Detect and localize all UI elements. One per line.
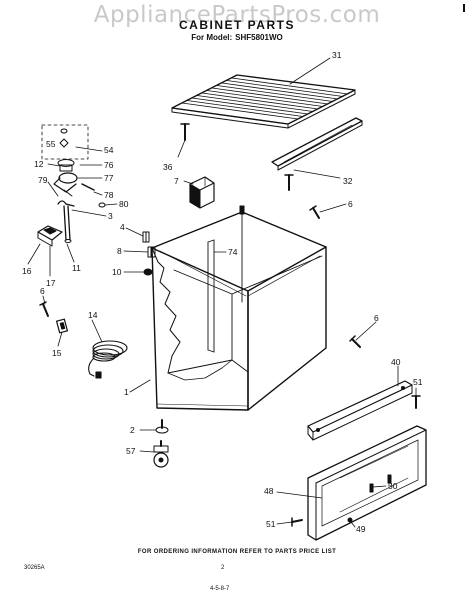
callout-36: 36: [163, 162, 173, 172]
callout-31: 31: [332, 50, 342, 60]
screw-51-upper: [411, 395, 421, 409]
callout-51-lower: 51: [266, 519, 276, 529]
callout-77: 77: [104, 173, 114, 183]
callout-6-top: 6: [348, 199, 353, 209]
callout-4: 4: [120, 222, 125, 232]
callout-11: 11: [72, 263, 81, 273]
callout-12: 12: [34, 159, 44, 169]
model-label: For Model:: [191, 33, 233, 42]
hardware-55-box: [41, 124, 89, 160]
bottom-rail-40: [307, 380, 413, 441]
diagram-title: CABINET PARTS: [179, 18, 295, 32]
ordering-note: FOR ORDERING INFORMATION REFER TO PARTS …: [137, 549, 337, 555]
screw-6-right: [349, 335, 361, 348]
document-code: 30265A: [24, 565, 45, 571]
screw-6-top: [309, 205, 320, 219]
rod-3: [57, 200, 75, 243]
callout-14: 14: [88, 310, 98, 320]
caster-2: [155, 419, 169, 434]
callout-17: 17: [46, 278, 56, 288]
screw-78: [81, 183, 95, 191]
cabinet-1: [151, 211, 327, 411]
callout-2: 2: [130, 425, 135, 435]
callout-16: 16: [22, 266, 32, 276]
screw-6-left: [39, 301, 49, 317]
part-16-17: [37, 225, 63, 247]
watermark: AppliancePartsPros.com: [93, 2, 381, 28]
plug-15: [55, 318, 69, 334]
caster-57: [153, 440, 169, 468]
callout-labels: 31 36 32 6 7 55 54 12 76 77 79 78 80 3 4…: [22, 50, 423, 534]
top-rail-32: [271, 117, 363, 171]
callout-1: 1: [124, 387, 129, 397]
callout-15: 15: [52, 348, 62, 358]
top-panel-31: [171, 74, 356, 129]
screw-36: [180, 123, 190, 141]
model-line: For Model:SHF5801WO: [0, 33, 474, 42]
screw-51-lower: [291, 517, 303, 527]
callout-78: 78: [104, 190, 114, 200]
leader-lines: [27, 57, 417, 528]
model-number: SHF5801WO: [235, 33, 283, 42]
callout-10: 10: [112, 267, 122, 277]
bracket-7: [189, 176, 215, 209]
control-assembly-76: [53, 159, 78, 197]
callout-6-right: 6: [374, 313, 379, 323]
callout-48: 48: [264, 486, 274, 496]
callout-3: 3: [108, 211, 113, 221]
callout-55: 55: [46, 139, 56, 149]
page-number: 2: [221, 565, 225, 571]
callout-32: 32: [343, 176, 353, 186]
callout-79: 79: [38, 175, 48, 185]
pin-10: [143, 268, 153, 276]
callout-54: 54: [104, 145, 114, 155]
callout-80: 80: [119, 199, 129, 209]
screw-32: [284, 174, 294, 191]
document-date: 4-5-8-7: [210, 586, 230, 592]
hinge-4: [142, 231, 150, 243]
callout-49: 49: [356, 524, 366, 534]
washer-80: [98, 202, 106, 208]
callout-8: 8: [117, 246, 122, 256]
callout-50: 50: [388, 481, 398, 491]
callout-51-upper: 51: [413, 377, 423, 387]
corner-mark: [463, 4, 465, 12]
callout-6-left: 6: [40, 286, 45, 296]
callout-40: 40: [391, 357, 401, 367]
power-cord-14: [88, 340, 128, 379]
callout-74: 74: [228, 247, 238, 257]
callout-57: 57: [126, 446, 136, 456]
kickplate-48: [307, 425, 427, 541]
callout-7: 7: [174, 176, 179, 186]
callout-76: 76: [104, 160, 114, 170]
